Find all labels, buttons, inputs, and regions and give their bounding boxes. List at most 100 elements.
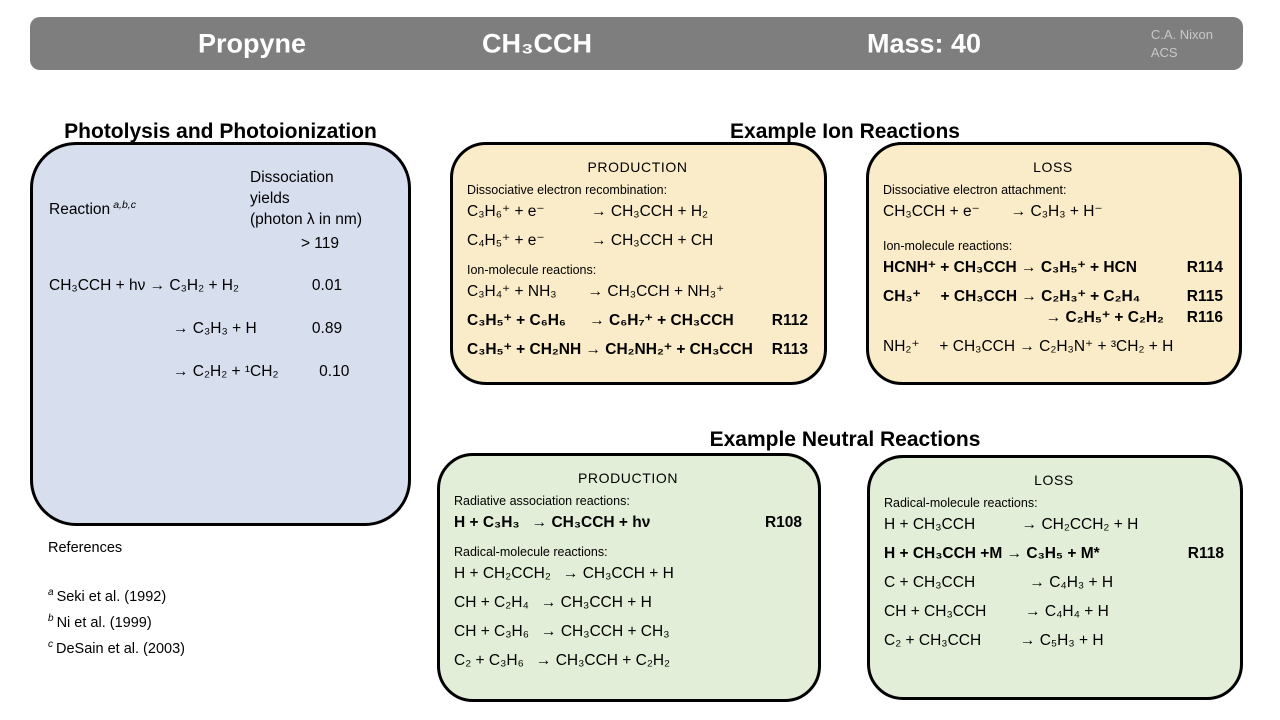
reaction-formula: H + CH₃CCH → CH₂CCH₂ + H xyxy=(884,516,1139,533)
panel-heading: PRODUCTION xyxy=(577,470,679,486)
reaction-row: CH + C₂H₄ → CH₃CCH + H xyxy=(454,593,802,612)
photolysis-reaction: → C₃H₃ + H xyxy=(49,320,257,337)
reaction-group-label: Radical-molecule reactions: xyxy=(884,496,1038,510)
neutral-loss-panel: LOSS Radical-molecule reactions: H + CH₃… xyxy=(867,455,1243,700)
ion-production-panel: PRODUCTION Dissociative electron recombi… xyxy=(450,142,827,385)
reaction-row: H + C₃H₃ → CH₃CCH + hν R108 xyxy=(454,513,802,532)
reaction-group-label: Radiative association reactions: xyxy=(454,494,630,508)
reaction-formula: CH₃CCH + e⁻ → C₃H₃ + H⁻ xyxy=(883,203,1103,220)
reaction-column-label: Reaction xyxy=(49,201,111,219)
reaction-formula: C₃H₄⁺ + NH₃ → CH₃CCH + NH₃⁺ xyxy=(467,283,725,300)
reaction-row: CH₃⁺ + CH₃CCH → C₂H₃⁺ + C₂H₄ R115 xyxy=(883,287,1223,306)
reaction-formula: CH + C₃H₆ → CH₃CCH + CH₃ xyxy=(454,623,670,640)
reaction-row: CH₃CCH + e⁻ → C₃H₃ + H⁻ xyxy=(883,202,1223,221)
reaction-formula: C₃H₅⁺ + CH₂NH → CH₂NH₂⁺ + CH₃CCH xyxy=(467,341,753,358)
molecule-formula: CH₃CCH xyxy=(482,28,592,58)
reaction-formula: CH + C₂H₄ → CH₃CCH + H xyxy=(454,594,652,611)
reaction-row: → C₂H₅⁺ + C₂H₂ R116 xyxy=(883,308,1223,327)
author-credit: C.A. Nixon ACS xyxy=(1151,26,1213,62)
ion-reactions-title: Example Ion Reactions xyxy=(730,120,960,144)
reaction-formula: NH₂⁺ + CH₃CCH → C₂H₃N⁺ + ³CH₂ + H xyxy=(883,338,1174,355)
reaction-row: NH₂⁺ + CH₃CCH → C₂H₃N⁺ + ³CH₂ + H xyxy=(883,337,1223,356)
reaction-group-label: Ion-molecule reactions: xyxy=(883,239,1013,253)
photolysis-row: → C₃H₃ + H 0.89 xyxy=(49,319,390,338)
reaction-row: C₃H₄⁺ + NH₃ → CH₃CCH + NH₃⁺ xyxy=(467,282,808,301)
photolysis-row: → C₂H₂ + ¹CH₂ 0.10 xyxy=(49,362,390,381)
reaction-row: H + CH₃CCH +M → C₃H₅ + M* R118 xyxy=(884,544,1224,563)
references-title: References xyxy=(48,540,123,556)
reaction-code: R114 xyxy=(1186,259,1223,276)
reaction-formula: C₄H₅⁺ + e⁻ → CH₃CCH + CH xyxy=(467,232,714,249)
panel-heading: PRODUCTION xyxy=(587,159,688,175)
reaction-formula: C₃H₆⁺ + e⁻ → CH₃CCH + H₂ xyxy=(467,203,709,220)
reaction-code: R118 xyxy=(1187,545,1224,562)
photolysis-reaction: → C₂H₂ + ¹CH₂ xyxy=(49,363,279,380)
reaction-group-label: Ion-molecule reactions: xyxy=(467,263,597,277)
reaction-row: C₂ + C₃H₆ → CH₃CCH + C₂H₂ xyxy=(454,651,802,670)
photolysis-title: Photolysis and Photoionization xyxy=(64,120,377,144)
reaction-code: R113 xyxy=(771,341,808,358)
yield-column-label: Dissociation yields (photon λ in nm) xyxy=(250,169,362,228)
reaction-group-label: Radical-molecule reactions: xyxy=(454,545,608,559)
reaction-formula: C₂ + C₃H₆ → CH₃CCH + C₂H₂ xyxy=(454,652,671,669)
reference-text: DeSain et al. (2003) xyxy=(56,640,185,657)
reference-text: Ni et al. (1999) xyxy=(56,614,152,631)
panel-heading: LOSS xyxy=(1034,472,1074,488)
reaction-row: C₂ + CH₃CCH → C₅H₃ + H xyxy=(884,631,1224,650)
reaction-formula: C₃H₅⁺ + C₆H₆ → C₆H₇⁺ + CH₃CCH xyxy=(467,312,734,329)
neutral-production-panel: PRODUCTION Radiative association reactio… xyxy=(437,453,821,702)
reaction-code: R116 xyxy=(1186,309,1223,326)
reaction-row: CH + CH₃CCH → C₄H₄ + H xyxy=(884,602,1224,621)
reference-mark: b xyxy=(48,612,54,624)
wavelength-threshold: > 119 xyxy=(300,235,340,252)
reaction-formula: H + CH₂CCH₂ → CH₃CCH + H xyxy=(454,565,674,582)
photolysis-reaction: CH₃CCH + hν → C₃H₂ + H₂ xyxy=(49,277,240,294)
reaction-formula: C₂ + CH₃CCH → C₅H₃ + H xyxy=(884,632,1104,649)
reaction-row: C₃H₅⁺ + C₆H₆ → C₆H₇⁺ + CH₃CCH R112 xyxy=(467,311,808,330)
panel-heading: LOSS xyxy=(1033,159,1073,175)
title-bar: Propyne CH₃CCH Mass: 40 C.A. Nixon ACS xyxy=(30,17,1243,70)
reaction-row: C + CH₃CCH → C₄H₃ + H xyxy=(884,573,1224,592)
author-name: C.A. Nixon xyxy=(1150,27,1213,42)
reaction-code: R108 xyxy=(764,514,802,531)
author-affiliation: ACS xyxy=(1150,45,1178,61)
reaction-group-label: Dissociative electron recombination: xyxy=(467,183,668,197)
reaction-formula: C + CH₃CCH → C₄H₃ + H xyxy=(884,574,1114,591)
reference-mark: c xyxy=(48,638,53,650)
reaction-row: CH + C₃H₆ → CH₃CCH + CH₃ xyxy=(454,622,802,641)
photolysis-yield: 0.89 xyxy=(311,320,343,337)
reaction-row: HCNH⁺ + CH₃CCH → C₃H₅⁺ + HCN R114 xyxy=(883,258,1223,277)
ion-loss-panel: LOSS Dissociative electron attachment: C… xyxy=(866,142,1242,385)
neutral-reactions-title: Example Neutral Reactions xyxy=(709,428,981,452)
photolysis-yield: 0.10 xyxy=(319,363,350,380)
photolysis-yield: 0.01 xyxy=(311,277,343,294)
reaction-code: R115 xyxy=(1186,288,1223,305)
reaction-formula: HCNH⁺ + CH₃CCH → C₃H₅⁺ + HCN xyxy=(883,259,1137,276)
reaction-formula: H + CH₃CCH +M → C₃H₅ + M* xyxy=(884,545,1100,562)
reaction-row: H + CH₂CCH₂ → CH₃CCH + H xyxy=(454,564,802,583)
yield-column-header: Dissociation yields (photon λ in nm) > 1… xyxy=(250,167,390,254)
reaction-formula: CH₃⁺ + CH₃CCH → C₂H₃⁺ + C₂H₄ xyxy=(883,288,1141,305)
photolysis-row: CH₃CCH + hν → C₃H₂ + H₂ 0.01 xyxy=(49,276,390,295)
reaction-formula: → C₂H₅⁺ + C₂H₂ xyxy=(883,309,1164,326)
reference-mark: a xyxy=(48,587,54,598)
molecule-name: Propyne xyxy=(197,28,307,58)
reaction-row: H + CH₃CCH → CH₂CCH₂ + H xyxy=(884,515,1224,534)
molecule-mass: Mass: 40 xyxy=(866,28,982,58)
reaction-row: C₃H₅⁺ + CH₂NH → CH₂NH₂⁺ + CH₃CCH R113 xyxy=(467,340,808,359)
reaction-formula: H + C₃H₃ → CH₃CCH + hν xyxy=(454,514,651,531)
reaction-formula: CH + CH₃CCH → C₄H₄ + H xyxy=(884,603,1109,620)
reaction-group-label: Dissociative electron attachment: xyxy=(883,183,1067,197)
reaction-row: C₄H₅⁺ + e⁻ → CH₃CCH + CH xyxy=(467,231,808,250)
reaction-row: C₃H₆⁺ + e⁻ → CH₃CCH + H₂ xyxy=(467,202,808,221)
reference-text: Seki et al. (1992) xyxy=(56,588,167,605)
reaction-code: R112 xyxy=(771,312,808,329)
